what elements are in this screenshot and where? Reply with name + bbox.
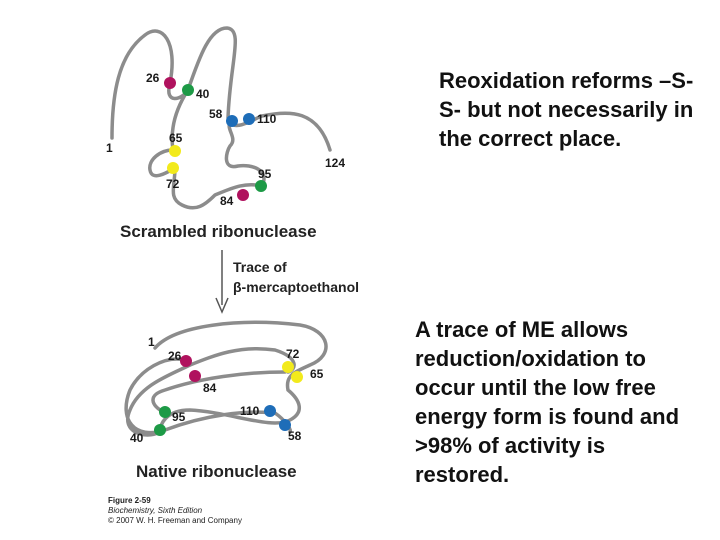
scrambled-cys-110 bbox=[243, 113, 255, 125]
native-cys-26 bbox=[180, 355, 192, 367]
native-label-40: 40 bbox=[130, 431, 144, 445]
trace-me-text: A trace of ME allows reduction/oxidation… bbox=[415, 317, 680, 487]
native-cys-65 bbox=[291, 371, 303, 383]
native-label-95: 95 bbox=[172, 410, 186, 424]
scrambled-label-65: 65 bbox=[169, 131, 183, 145]
scrambled-cys-65 bbox=[169, 145, 181, 157]
scrambled-label-58: 58 bbox=[209, 107, 223, 121]
scrambled-label-40: 40 bbox=[196, 87, 210, 101]
scrambled-chain bbox=[110, 26, 332, 210]
native-cys-84 bbox=[189, 370, 201, 382]
scrambled-cys-40 bbox=[182, 84, 194, 96]
native-label-72: 72 bbox=[286, 347, 300, 361]
figure-book: Biochemistry, Sixth Edition bbox=[108, 506, 203, 515]
scrambled-cys-26 bbox=[164, 77, 176, 89]
native-cys-72 bbox=[282, 361, 294, 373]
native-label-65: 65 bbox=[310, 367, 324, 381]
reaction-arrow-head bbox=[215, 297, 229, 314]
scrambled-label-110: 110 bbox=[257, 112, 277, 126]
native-label-1: 1 bbox=[148, 335, 155, 349]
native-label-110: 110 bbox=[240, 404, 260, 418]
scrambled-label-1: 1 bbox=[106, 141, 113, 155]
scrambled-cys-95 bbox=[255, 180, 267, 192]
scrambled-title: Scrambled ribonuclease bbox=[120, 222, 317, 241]
native-label-58: 58 bbox=[288, 429, 302, 443]
native-title: Native ribonuclease bbox=[136, 462, 297, 481]
reoxidation-text: Reoxidation reforms –S-S- but not necess… bbox=[439, 68, 694, 151]
scrambled-label-72: 72 bbox=[166, 177, 180, 191]
arrow-label-line1: Trace of bbox=[233, 259, 287, 275]
figure-number: Figure 2-59 bbox=[108, 496, 151, 505]
native-label-26: 26 bbox=[168, 349, 182, 363]
scrambled-cys-84 bbox=[237, 189, 249, 201]
scrambled-label-124: 124 bbox=[325, 156, 345, 170]
scrambled-label-84: 84 bbox=[220, 194, 234, 208]
scrambled-label-26: 26 bbox=[146, 71, 160, 85]
native-cys-58 bbox=[279, 419, 291, 431]
scrambled-cys-58 bbox=[226, 115, 238, 127]
native-label-84: 84 bbox=[203, 381, 217, 395]
native-cys-40 bbox=[154, 424, 166, 436]
arrow-label-line2: β-mercaptoethanol bbox=[233, 279, 359, 295]
figure-copyright: © 2007 W. H. Freeman and Company bbox=[108, 516, 242, 525]
native-cys-110 bbox=[264, 405, 276, 417]
native-cys-95 bbox=[159, 406, 171, 418]
scrambled-label-95: 95 bbox=[258, 167, 272, 181]
scrambled-cys-72 bbox=[167, 162, 179, 174]
